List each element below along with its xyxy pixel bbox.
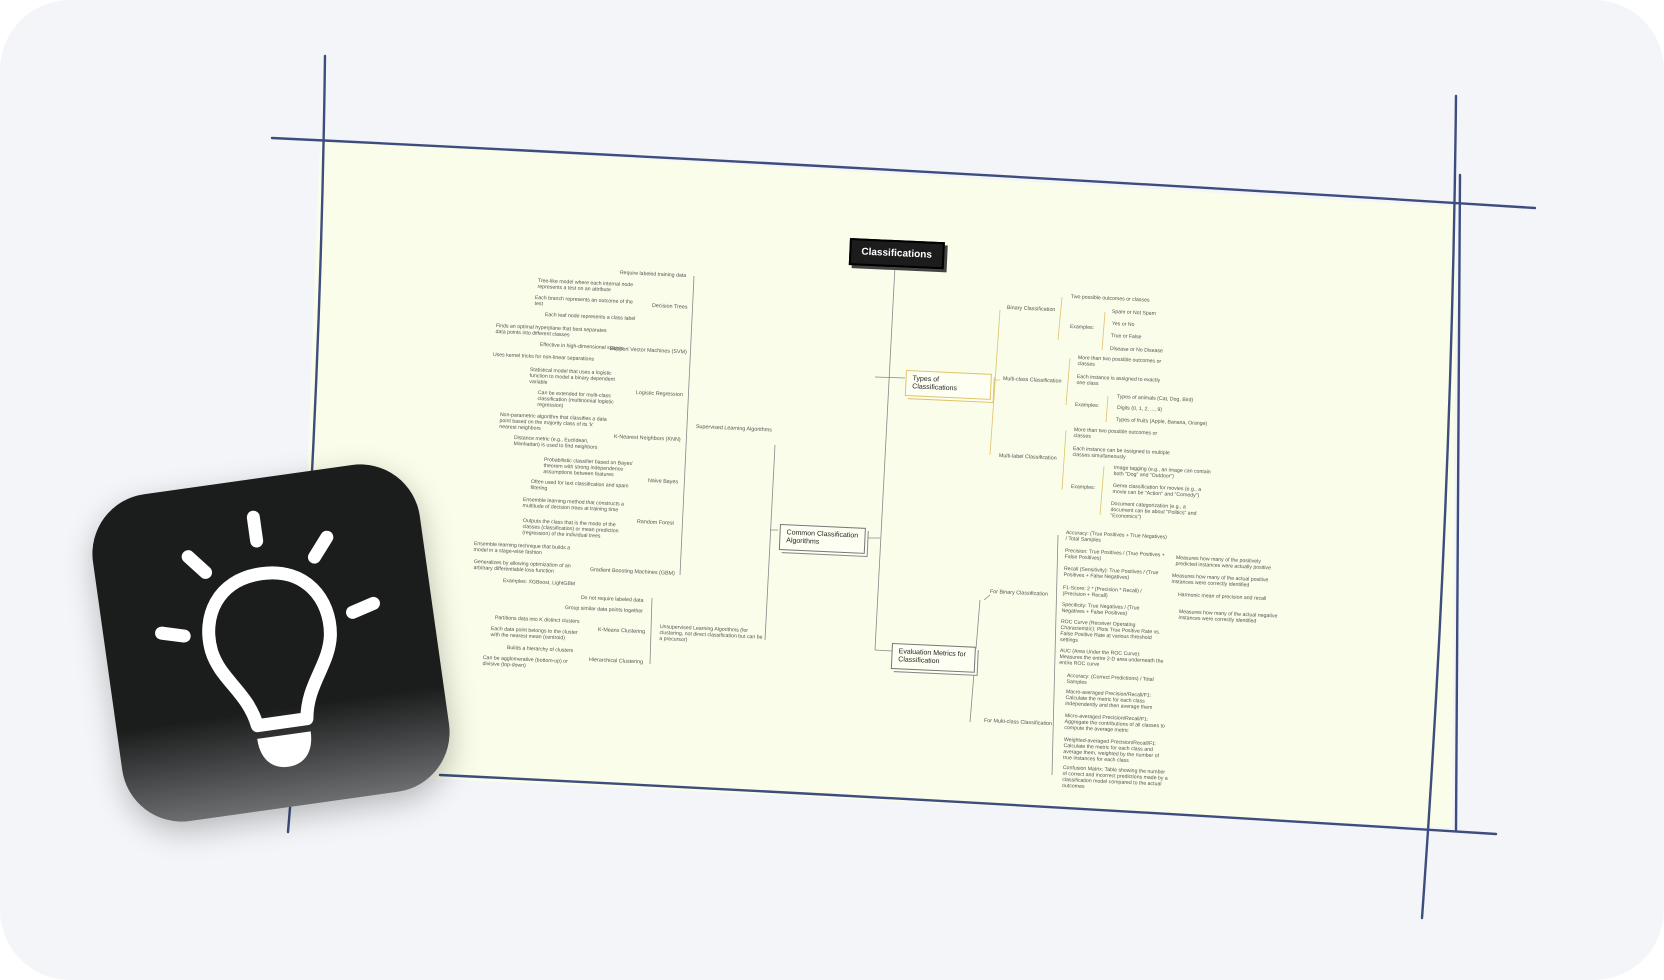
leaf: Confusion Matrix: Table showing the numb… xyxy=(1061,765,1168,790)
types-connector-lines xyxy=(988,296,1109,516)
lightbulb-icon xyxy=(155,510,380,768)
node-types-of-classifications[interactable]: Types of Classifications xyxy=(904,370,992,400)
root-node-classifications[interactable]: Classifications xyxy=(848,238,945,270)
node-evaluation-metrics[interactable]: Evaluation Metrics for Classification xyxy=(890,643,976,673)
leaf: Weighted-averaged Precision/Recall/F1: C… xyxy=(1062,737,1160,764)
board-surface xyxy=(296,140,1456,828)
leaf: Examples: xyxy=(1074,402,1100,410)
leaf: ROC Curve (Receiver Operating Characteri… xyxy=(1059,619,1161,644)
connector-lines xyxy=(649,265,1059,776)
leaf: Yes or No xyxy=(1111,321,1135,329)
app-icon-tile xyxy=(84,456,458,830)
leaf: Examples: xyxy=(1069,324,1095,332)
leaf: Examples: xyxy=(1070,484,1096,492)
node-common-classification-algorithms[interactable]: Common Classification Algorithms xyxy=(778,524,866,554)
